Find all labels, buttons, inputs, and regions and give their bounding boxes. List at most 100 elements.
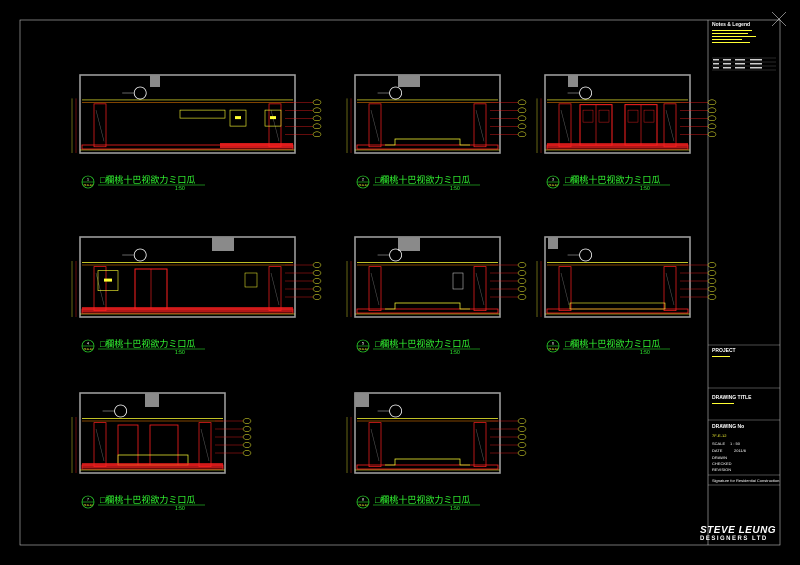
elevation-5: 57F-E-12 [346, 236, 527, 353]
elevation-number: 3 [552, 177, 555, 182]
column-hatch [560, 272, 570, 306]
elevation-title: □欄桃十巴视欲力ミ口瓜 [565, 339, 661, 349]
drawing-title-value-bar [712, 403, 734, 404]
column-hatch [665, 272, 675, 306]
elevation-scale: 1:50 [640, 350, 650, 356]
column [368, 266, 382, 311]
elevation-scale: 1:50 [640, 186, 650, 192]
elevation-6: 67F-E-12 [536, 236, 717, 353]
red-band [547, 143, 688, 148]
door-inset [643, 109, 655, 123]
picture-tag [270, 116, 276, 120]
legend-table [712, 57, 776, 71]
elevation-title: □欄桃十巴视欲力ミ口瓜 [375, 175, 471, 185]
construction-note: Signature for Residential Construction [712, 478, 780, 483]
ceiling-light-symbol [389, 404, 403, 418]
door-inset [582, 109, 594, 123]
callout-tag [312, 99, 322, 106]
project-label: PROJECT [712, 348, 736, 354]
notes-heading: Notes & Legend [712, 22, 751, 28]
scale-value: 1 : 50 [730, 441, 741, 446]
callout-tag [312, 278, 322, 284]
skirting [356, 464, 499, 470]
callout-tag [517, 270, 527, 276]
picture-frame [229, 109, 247, 127]
column-hatch [95, 110, 105, 142]
callout-tag [312, 286, 322, 292]
notes-lines [712, 30, 756, 43]
ceiling-block [212, 237, 234, 251]
callout-tag [312, 131, 322, 138]
ceiling-block [398, 237, 420, 251]
elevation-drawings: 17F-E-1227F-E-1237F-E-1247F-E-1257F-E-12… [71, 74, 717, 509]
picture-frame [97, 270, 119, 291]
callout-tag [312, 294, 322, 300]
picture-frame [264, 109, 282, 127]
callout-tag [242, 426, 252, 432]
revision-label: REVISION [712, 467, 732, 472]
elevation-sheet-ref: 7F-E-12 [548, 347, 558, 351]
elevation-title: □欄桃十巴视欲力ミ口瓜 [565, 175, 661, 185]
bench [569, 302, 666, 310]
door-inset [627, 109, 639, 123]
callout-tag [707, 262, 717, 268]
elevation-sheet-ref: 7F-E-12 [83, 183, 93, 187]
callout-tag [312, 115, 322, 122]
drawn-label: DRAWN [712, 455, 727, 460]
ceiling-block [568, 75, 578, 87]
elevation-sheet-ref: 7F-E-12 [83, 347, 93, 351]
elevation-scale: 1:50 [175, 186, 185, 192]
elevation-scale: 1:50 [450, 350, 460, 356]
callout-tag [707, 107, 717, 114]
ceiling-block [355, 393, 369, 407]
callout-tag [517, 278, 527, 284]
date-label: DATE [712, 448, 723, 453]
callout-tag [707, 270, 717, 276]
ceiling-block [150, 75, 160, 87]
callout-tag [517, 294, 527, 300]
callout-tag [517, 107, 527, 114]
step-outline [385, 138, 470, 146]
column [558, 266, 572, 311]
column-hatch [370, 272, 380, 306]
picture-tag [104, 278, 112, 282]
callout-tag [242, 434, 252, 440]
drawing-no-label: DRAWING No [712, 424, 745, 430]
elevation-4: 47F-E-12 [71, 236, 322, 353]
red-band [82, 463, 223, 468]
column-hatch [475, 272, 485, 306]
column [368, 103, 382, 148]
bench [179, 109, 226, 119]
callout-tag [707, 131, 717, 138]
callout-tag [517, 131, 527, 138]
elevation-number: 1 [87, 177, 90, 182]
ceiling-light-symbol [133, 248, 147, 262]
elevation-number: 5 [362, 341, 365, 346]
brand-subtitle: DESIGNERS LTD [700, 536, 768, 542]
step-outline [385, 302, 470, 310]
callout-tag [517, 115, 527, 122]
checked-label: CHECKED [712, 461, 732, 466]
elevation-sheet-ref: 7F-E-12 [548, 183, 558, 187]
column-hatch [270, 272, 280, 306]
cabinet [452, 272, 464, 290]
elevation-wall [354, 74, 501, 154]
picture-tag [235, 116, 241, 120]
elevation-title: □欄桃十巴视欲力ミ口瓜 [100, 495, 196, 505]
column-hatch [370, 428, 380, 462]
column-hatch [370, 110, 380, 142]
elevation-title: □欄桃十巴视欲力ミ口瓜 [100, 175, 196, 185]
wall-sign [244, 272, 258, 288]
elevation-1: 17F-E-12 [71, 74, 322, 189]
callout-tag [517, 434, 527, 440]
ceiling-light-symbol [389, 86, 403, 100]
sheet-border [19, 19, 781, 546]
ceiling-block [145, 393, 159, 407]
skirting [356, 144, 499, 150]
elevation-title: □欄桃十巴视欲力ミ口瓜 [100, 339, 196, 349]
scale-label: SCALE [712, 441, 726, 446]
ceiling-light-symbol [114, 404, 127, 418]
elevation-number: 7 [87, 497, 90, 502]
column [473, 103, 487, 148]
